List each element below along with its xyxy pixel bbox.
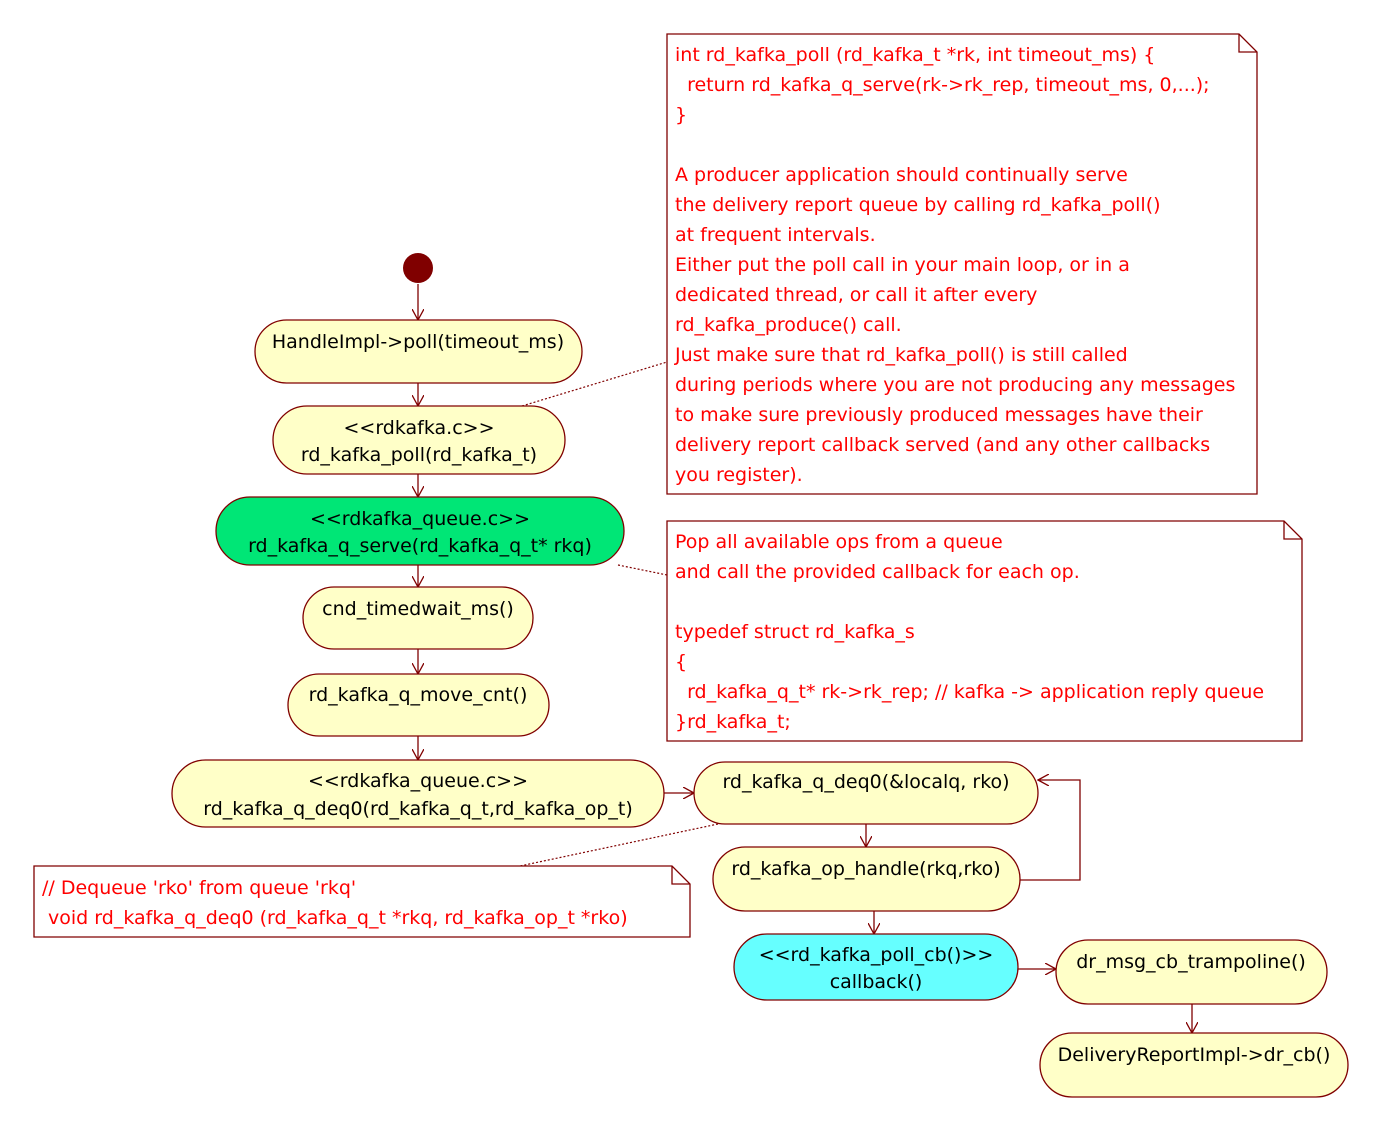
note-line: {: [675, 651, 687, 673]
trampoline-node[interactable]: dr_msg_cb_trampoline(): [1055, 939, 1328, 1005]
q-deq0-local-node[interactable]: rd_kafka_q_deq0(&localq, rko): [693, 761, 1039, 825]
note-line: Just make sure that rd_kafka_poll() is s…: [674, 344, 1128, 366]
poll-note: int rd_kafka_poll (rd_kafka_t *rk, int t…: [666, 33, 1258, 495]
anchor-deq-note: [519, 823, 719, 867]
q-deq0-node[interactable]: <<rdkafka_queue.c>> rd_kafka_q_deq0(rd_k…: [171, 759, 665, 828]
node-label: cnd_timedwait_ms(): [322, 598, 514, 620]
start-node: [403, 253, 433, 283]
op-handle-node[interactable]: rd_kafka_op_handle(rkq,rko): [712, 846, 1021, 912]
note-line: }: [675, 104, 687, 126]
note-line: }rd_kafka_t;: [675, 711, 791, 733]
connectors: [418, 284, 1192, 1033]
note-line: Either put the poll call in your main lo…: [675, 254, 1130, 276]
flow-op-handle-loop-back: [1020, 780, 1081, 881]
note-line: Pop all available ops from a queue: [675, 531, 1003, 553]
serve-note: Pop all available ops from a queue and c…: [666, 520, 1303, 742]
node-label: callback(): [830, 971, 923, 993]
node-stereotype: <<rd_kafka_poll_cb()>>: [759, 944, 994, 966]
node-label: HandleImpl->poll(timeout_ms): [272, 331, 564, 353]
node-stereotype: <<rdkafka_queue.c>>: [310, 508, 530, 530]
note-line: // Dequeue 'rko' from queue 'rkq': [42, 877, 356, 899]
note-line: at frequent intervals.: [675, 224, 876, 246]
note-line: rd_kafka_q_t* rk->rk_rep; // kafka -> ap…: [675, 681, 1264, 703]
node-stereotype: <<rdkafka.c>>: [343, 417, 494, 439]
note-line: you register).: [675, 464, 803, 486]
q-move-cnt-node[interactable]: rd_kafka_q_move_cnt(): [287, 673, 550, 737]
node-label: rd_kafka_q_deq0(rd_kafka_q_t,rd_kafka_op…: [203, 798, 633, 820]
note-line: void rd_kafka_q_deq0 (rd_kafka_q_t *rkq,…: [42, 907, 628, 929]
note-line: return rd_kafka_q_serve(rk->rk_rep, time…: [675, 74, 1210, 96]
node-label: rd_kafka_q_deq0(&localq, rko): [722, 771, 1009, 793]
anchor-serve-note: [617, 564, 668, 576]
note-line: int rd_kafka_poll (rd_kafka_t *rk, int t…: [675, 44, 1155, 66]
node-label: rd_kafka_op_handle(rkq,rko): [731, 858, 1000, 880]
note-line: rd_kafka_produce() call.: [675, 314, 902, 336]
node-label: DeliveryReportImpl->dr_cb(): [1058, 1044, 1331, 1066]
handle-poll-node[interactable]: HandleImpl->poll(timeout_ms): [254, 319, 583, 384]
node-label: rd_kafka_poll(rd_kafka_t): [301, 444, 537, 466]
node-label: rd_kafka_q_serve(rd_kafka_q_t* rkq): [248, 535, 592, 557]
note-line: dedicated thread, or call it after every: [675, 284, 1037, 306]
node-stereotype: <<rdkafka_queue.c>>: [308, 770, 528, 792]
poll-cb-node[interactable]: <<rd_kafka_poll_cb()>> callback(): [733, 933, 1019, 1001]
note-line: during periods where you are not produci…: [675, 374, 1235, 396]
note-line: and call the provided callback for each …: [675, 561, 1080, 583]
anchor-poll-note: [521, 361, 668, 407]
node-label: rd_kafka_q_move_cnt(): [309, 684, 528, 706]
note-line: delivery report callback served (and any…: [675, 434, 1210, 456]
note-anchors: [519, 361, 719, 867]
note-line: typedef struct rd_kafka_s: [675, 621, 915, 643]
note-line: to make sure previously produced message…: [675, 404, 1203, 426]
note-line: the delivery report queue by calling rd_…: [675, 194, 1161, 216]
q-serve-node[interactable]: <<rdkafka_queue.c>> rd_kafka_q_serve(rd_…: [215, 496, 625, 566]
node-label: dr_msg_cb_trampoline(): [1076, 951, 1306, 973]
note-line: A producer application should continuall…: [675, 164, 1128, 186]
rd-kafka-poll-node[interactable]: <<rdkafka.c>> rd_kafka_poll(rd_kafka_t): [272, 405, 566, 475]
deq-note: // Dequeue 'rko' from queue 'rkq' void r…: [33, 865, 691, 938]
dr-cb-node[interactable]: DeliveryReportImpl->dr_cb(): [1039, 1032, 1349, 1098]
cnd-timedwait-node[interactable]: cnd_timedwait_ms(): [302, 586, 534, 650]
